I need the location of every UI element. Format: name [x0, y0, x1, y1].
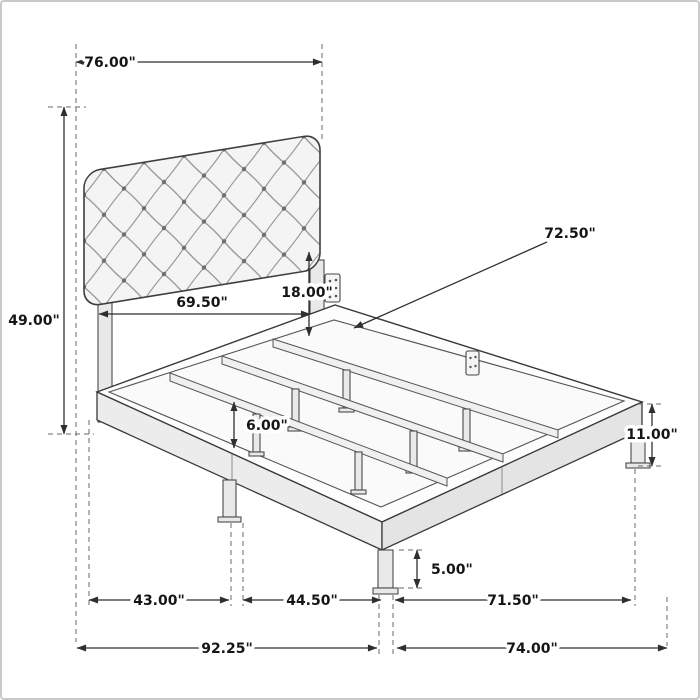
dim-label-span-right: 71.50" [487, 593, 539, 609]
mounting-bracket-headboard [324, 273, 341, 303]
dim-side-rail-height: 11.00" [623, 403, 681, 467]
dim-span-right: 71.50" [394, 590, 632, 613]
dimensions: 76.00" 49.00" 69.50" 18.00" 72.50" 6.00"… [5, 52, 682, 661]
front-corner-leg [372, 549, 399, 595]
bed-drawing [83, 135, 651, 595]
support-rail-front [169, 372, 448, 495]
headboard-tufting [83, 135, 321, 306]
dim-frame-length: 74.00" [396, 638, 668, 661]
dim-label-side-rail-height: 11.00" [626, 427, 678, 443]
headboard [83, 135, 321, 306]
dim-support-rail-length: 72.50" [353, 223, 599, 329]
dim-center-leg-height: 6.00" [230, 401, 291, 449]
dim-label-headboard-panel-height: 18.00" [281, 285, 333, 301]
rail-leg [409, 430, 418, 470]
dim-label-center-leg-height: 6.00" [246, 418, 288, 434]
dim-headboard-height: 49.00" [5, 106, 68, 435]
dim-span-left: 43.00" [88, 590, 230, 613]
dim-span-middle: 44.50" [242, 590, 382, 613]
dim-label-frame-length: 74.00" [506, 641, 558, 657]
left-rail-leg [217, 479, 242, 523]
support-rail-back [272, 338, 559, 452]
mounting-bracket-rail [465, 350, 480, 376]
dim-headboard-panel-width: 69.50" [98, 292, 311, 318]
dim-label-span-middle: 44.50" [286, 593, 338, 609]
dim-label-headboard-panel-width: 69.50" [176, 295, 228, 311]
dim-label-overall-depth: 92.25" [201, 641, 253, 657]
dim-label-headboard-width: 76.00" [84, 55, 136, 71]
dim-label-span-left: 43.00" [133, 593, 185, 609]
dim-headboard-panel-height: 18.00" [278, 251, 336, 337]
dim-label-support-rail-length: 72.50" [544, 226, 596, 242]
dim-foot-leg-height: 5.00" [413, 549, 476, 589]
rail-leg [354, 451, 363, 491]
dim-overall-depth: 92.25" [76, 638, 378, 661]
dim-label-foot-leg-height: 5.00" [431, 562, 473, 578]
dim-headboard-width: 76.00" [75, 52, 323, 75]
dim-label-headboard-height: 49.00" [8, 313, 60, 329]
